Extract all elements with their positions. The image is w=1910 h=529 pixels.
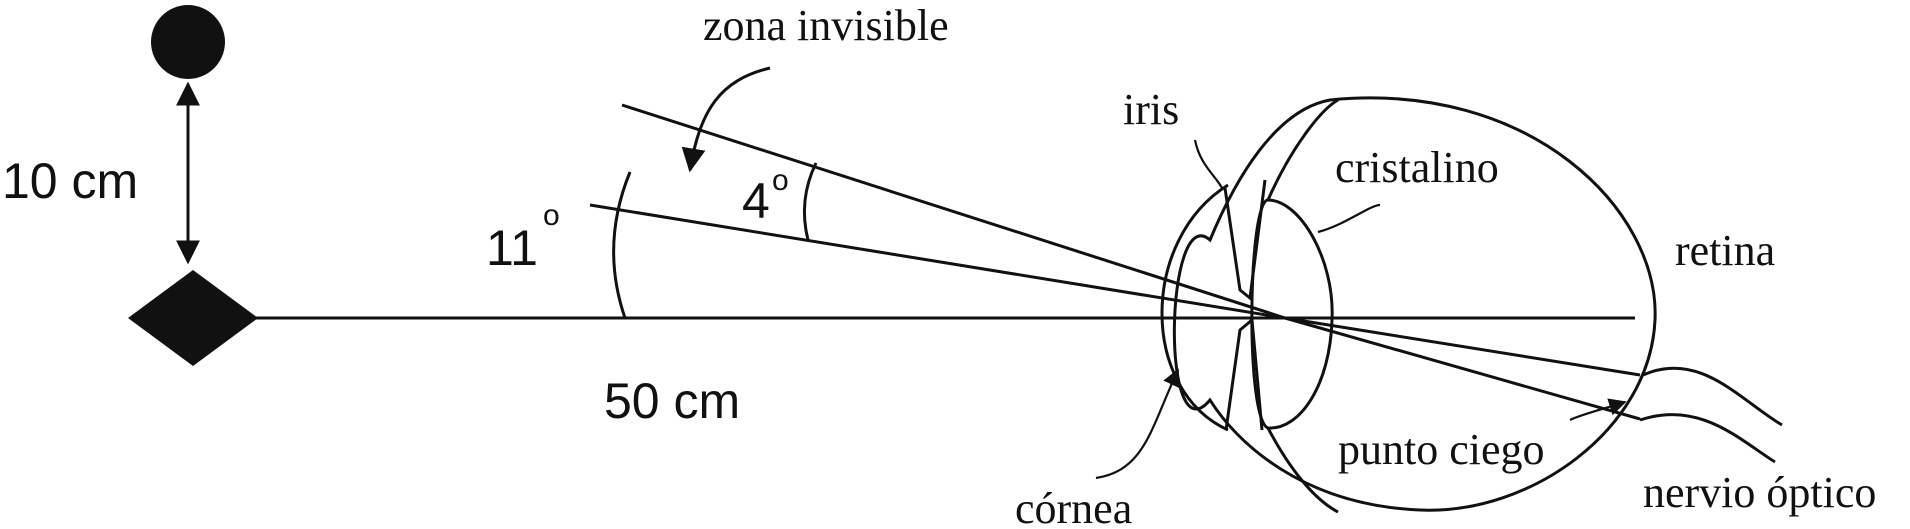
label-10cm: 10 cm bbox=[2, 153, 138, 209]
optic-nerve-upper bbox=[1642, 366, 1783, 427]
label-nervio-optico: nervio óptico bbox=[1643, 468, 1876, 517]
label-retina: retina bbox=[1675, 226, 1775, 275]
ciliary-lower bbox=[1266, 427, 1339, 514]
optic-nerve-lower bbox=[1639, 413, 1776, 464]
degree-mark-11: o bbox=[543, 199, 560, 232]
iris-lower bbox=[1224, 317, 1264, 431]
cornea-arrow bbox=[1095, 368, 1180, 480]
label-zona-invisible: zona invisible bbox=[703, 1, 949, 50]
label-cornea: córnea bbox=[1015, 484, 1132, 529]
eyeball-outline bbox=[1172, 96, 1657, 512]
target-circle bbox=[151, 5, 225, 79]
ray-lower bbox=[589, 203, 1286, 320]
cristalino-leader bbox=[1317, 203, 1381, 234]
zona-invisible-arrow bbox=[681, 66, 771, 173]
punto-ciego-arrow bbox=[1569, 398, 1627, 421]
angle-arc-11 bbox=[612, 171, 632, 319]
ray-lower-continued bbox=[1284, 316, 1641, 377]
iris-upper bbox=[1223, 179, 1267, 301]
label-11-degrees: 11 bbox=[486, 220, 538, 276]
label-4-degrees: 4 bbox=[742, 173, 770, 229]
label-cristalino: cristalino bbox=[1335, 143, 1499, 192]
iris-tail-upper bbox=[1193, 139, 1223, 189]
ciliary-upper bbox=[1266, 98, 1339, 201]
angle-arc-4 bbox=[802, 162, 818, 241]
degree-mark-4: o bbox=[772, 164, 789, 197]
ray-upper-continued bbox=[1284, 316, 1641, 421]
label-punto-ciego: punto ciego bbox=[1338, 425, 1545, 474]
fixation-diamond bbox=[128, 270, 258, 366]
label-iris: iris bbox=[1123, 85, 1179, 134]
ray-upper bbox=[621, 103, 1286, 320]
lens-outline bbox=[1250, 198, 1334, 430]
cornea-curve bbox=[1160, 183, 1229, 432]
label-50cm: 50 cm bbox=[604, 373, 740, 429]
